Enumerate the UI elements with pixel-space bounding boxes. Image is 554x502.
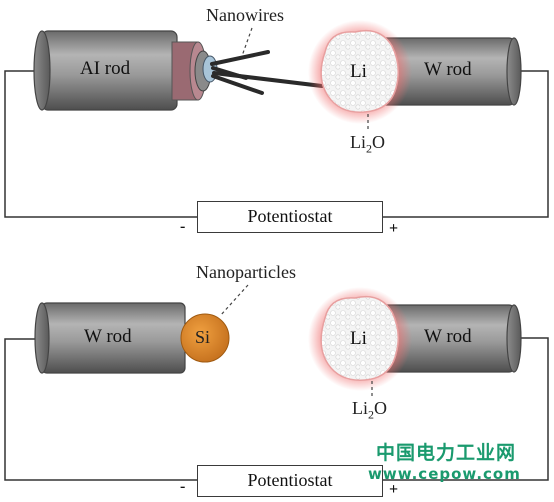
- watermark-title: 中国电力工业网: [376, 442, 517, 464]
- top-potentiostat: Potentiostat: [197, 201, 383, 233]
- top-li-blob: [308, 20, 412, 124]
- nanoparticles-label: Nanoparticles: [196, 262, 296, 282]
- top-al-rod-label: AI rod: [80, 58, 131, 79]
- top-w-rod-label: W rod: [424, 59, 472, 80]
- bottom-li-label: Li: [350, 328, 367, 349]
- bottom-right-w-rod-label: W rod: [424, 326, 472, 347]
- bottom-li-blob: [308, 287, 412, 391]
- bottom-circuit-wire: [4, 337, 549, 481]
- bottom-plus-sign: +: [389, 481, 399, 498]
- nanoparticles-pointer: [219, 284, 249, 317]
- bottom-oxide-label: Li2O: [352, 398, 387, 422]
- top-cable-end: [171, 41, 218, 101]
- watermark-url: www.cepow.com: [368, 465, 521, 483]
- top-circuit-wire: [4, 70, 549, 218]
- nanowires-label: Nanowires: [206, 5, 284, 25]
- si-nanoparticle: [180, 313, 230, 363]
- top-plus-sign: +: [389, 220, 399, 237]
- top-li-label: Li: [350, 61, 367, 82]
- bottom-minus-sign: -: [180, 478, 186, 495]
- top-nanowires: [210, 50, 324, 95]
- bottom-potentiostat: Potentiostat: [197, 465, 383, 497]
- bottom-left-w-rod-label: W rod: [84, 326, 132, 347]
- top-minus-sign: -: [180, 218, 186, 235]
- top-oxide-label: Li2O: [350, 132, 385, 156]
- top-al-rod: [33, 30, 178, 111]
- bottom-left-w-rod: [34, 302, 186, 374]
- si-label: Si: [195, 327, 211, 347]
- nanowires-pointer: [241, 27, 253, 57]
